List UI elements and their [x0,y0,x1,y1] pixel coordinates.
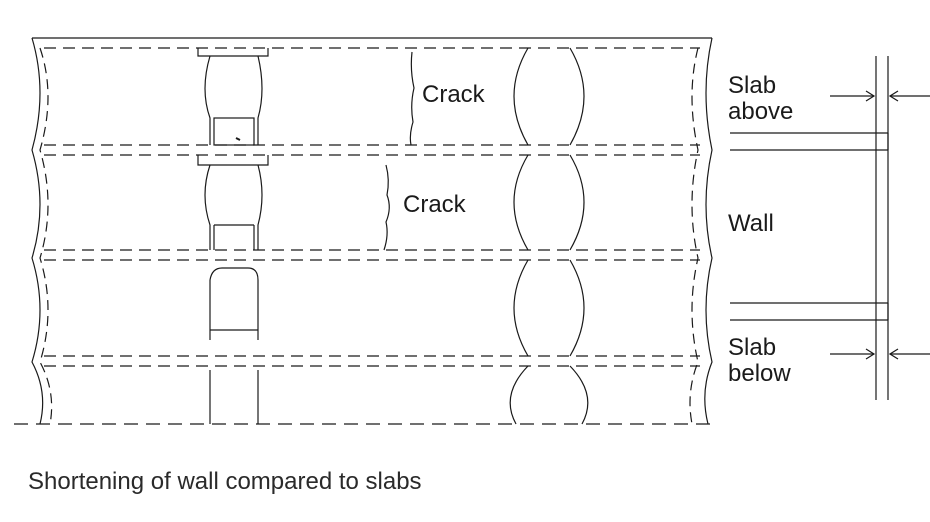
wall-label: Wall [728,210,774,237]
slab-below-line2: below [728,360,791,387]
slab-below-label: Slab below [728,335,791,387]
wall-section-detail [730,56,930,400]
right-building-edge [704,37,713,425]
window-column [197,48,269,424]
crack-top [409,51,415,146]
bulging-pier [509,47,589,425]
left-building-edge [31,37,44,425]
left-building-edge-inner [39,47,53,425]
slab-above-label: Slab above [728,73,793,125]
right-building-edge-inner [689,47,699,425]
crack-middle [383,164,390,251]
slab-above-line2: above [728,98,794,125]
crack-label-middle: Crack [403,191,466,218]
dimension-arrows-above [830,90,930,102]
slab-below-line1: Slab [728,334,777,361]
crack-label-top: Crack [422,81,485,108]
dimension-arrows-below [830,348,930,360]
figure-caption: Shortening of wall compared to slabs [28,468,422,495]
building-elevation [14,37,716,425]
slab-above-line1: Slab [728,72,777,99]
